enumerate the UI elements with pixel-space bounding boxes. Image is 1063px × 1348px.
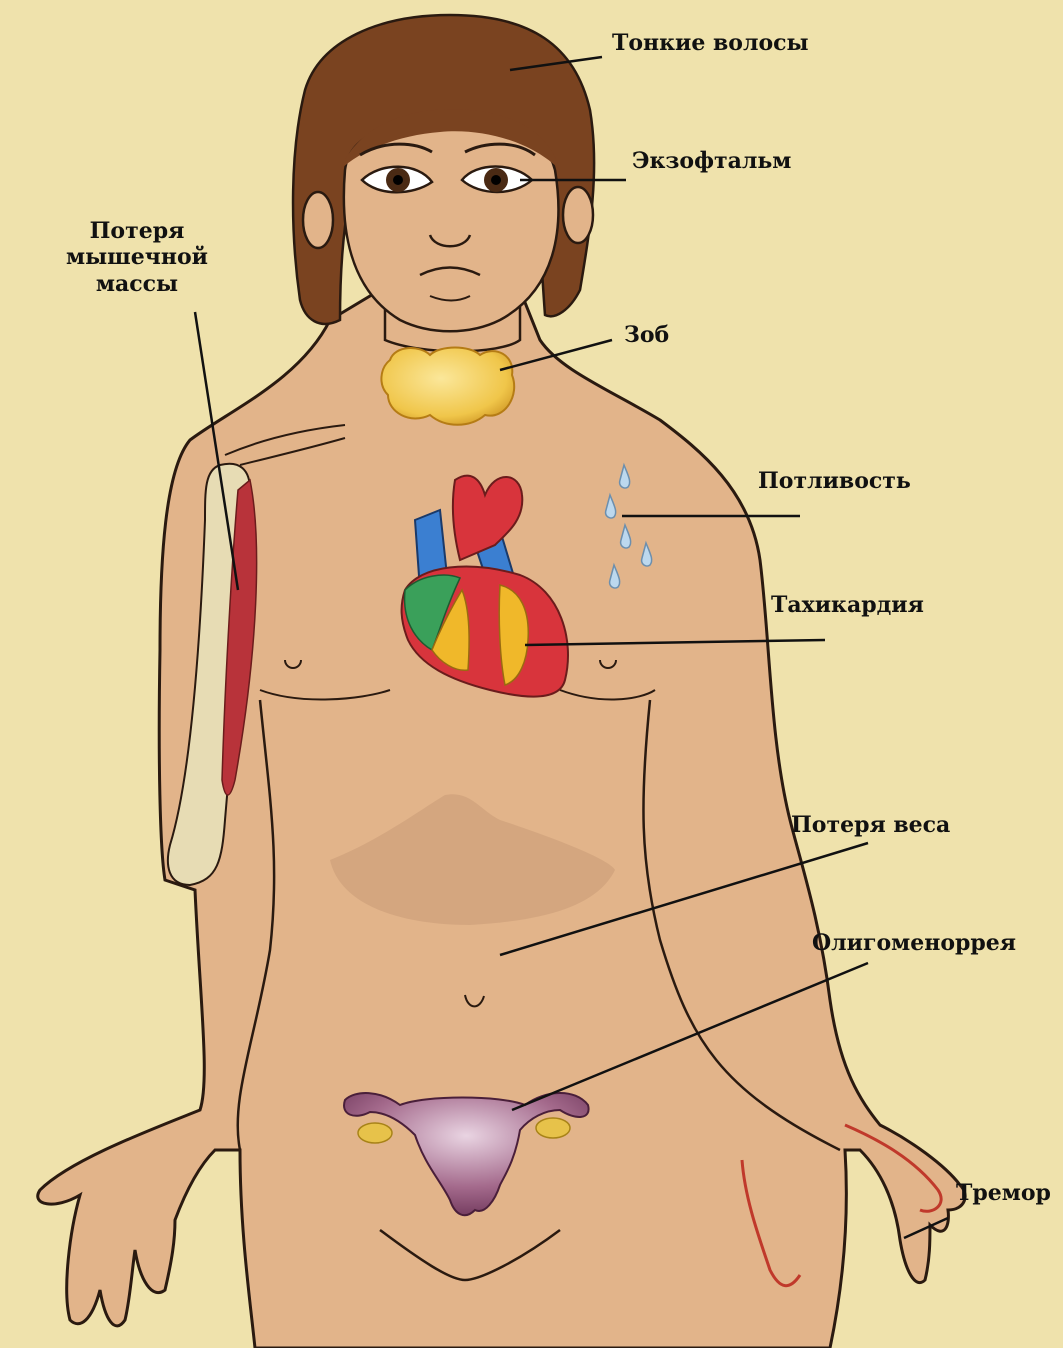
label-thin-hair: Тонкие волосы: [612, 30, 809, 56]
label-tachycardia: Тахикардия: [771, 592, 924, 618]
label-muscle-loss-line-3: массы: [52, 271, 222, 297]
goiter-illustration: [381, 348, 514, 425]
ear-left: [303, 192, 333, 248]
label-oligomenorrhea: Олигоменоррея: [812, 930, 1016, 956]
label-tremor: Тремор: [956, 1180, 1051, 1206]
label-exophthalmos: Экзофтальм: [632, 148, 791, 174]
label-sweating: Потливость: [758, 468, 911, 494]
label-goiter: Зоб: [624, 322, 669, 348]
label-muscle-loss-line-2: мышечной: [52, 244, 222, 270]
label-weight-loss: Потеря веса: [791, 812, 950, 838]
ear-right: [563, 187, 593, 243]
label-muscle-loss: Потеря мышечной массы: [52, 218, 222, 297]
label-muscle-loss-line-1: Потеря: [52, 218, 222, 244]
